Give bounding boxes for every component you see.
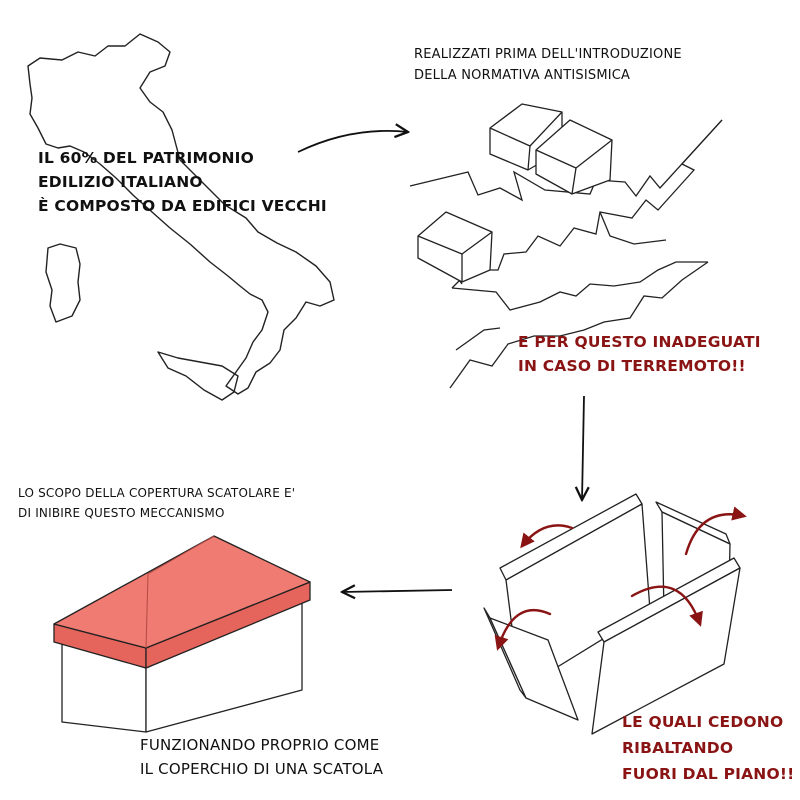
text-line: REALIZZATI PRIMA DELL'INTRODUZIONE: [414, 47, 682, 62]
collapsing-walls-icon: [483, 493, 741, 735]
box-roof-building-icon: [53, 535, 311, 733]
text-line: EDILIZIO ITALIANO: [38, 173, 203, 191]
italy-heritage-text: IL 60% DEL PATRIMONIO EDILIZIO ITALIANO …: [38, 146, 327, 218]
rotation-arrow-icon: [494, 609, 552, 651]
text-line: RIBALTANDO: [622, 739, 734, 757]
scope-text: LO SCOPO DELLA COPERTURA SCATOLARE E' DI…: [18, 483, 295, 523]
box-lid-text: FUNZIONANDO PROPRIO COME IL COPERCHIO DI…: [140, 733, 383, 781]
text-line: È COMPOSTO DA EDIFICI VECCHI: [38, 197, 327, 215]
text-line: IL COPERCHIO DI UNA SCATOLA: [140, 760, 384, 778]
pre-regulation-text: REALIZZATI PRIMA DELL'INTRODUZIONE DELLA…: [414, 44, 682, 86]
houses-icon: [417, 103, 613, 283]
rotation-arrow-icon: [630, 585, 703, 627]
text-line: FUORI DAL PIANO!!: [622, 765, 795, 783]
arrow-icon: [297, 131, 408, 153]
arrow-icon: [342, 590, 453, 592]
walls-fail-text: LE QUALI CEDONO RIBALTANDO FUORI DAL PIA…: [622, 709, 794, 787]
rotation-arrow-icon: [520, 524, 574, 549]
italy-map-icon: [27, 33, 335, 401]
rotation-arrow-icon: [684, 506, 747, 556]
text-line: LE QUALI CEDONO: [622, 713, 784, 731]
text-line: IN CASO DI TERREMOTO!!: [518, 357, 746, 375]
text-line: LO SCOPO DELLA COPERTURA SCATOLARE E': [18, 486, 296, 500]
earthquake-warning-text: E PER QUESTO INADEGUATI IN CASO DI TERRE…: [518, 330, 761, 378]
text-line: E PER QUESTO INADEGUATI: [518, 333, 761, 351]
rotation-arrows: [494, 506, 747, 651]
arrow-icon: [582, 395, 584, 500]
text-line: IL 60% DEL PATRIMONIO: [38, 149, 254, 167]
text-line: DELLA NORMATIVA ANTISISMICA: [414, 68, 631, 83]
text-line: DI INIBIRE QUESTO MECCANISMO: [18, 506, 225, 520]
text-line: FUNZIONANDO PROPRIO COME: [140, 736, 380, 754]
